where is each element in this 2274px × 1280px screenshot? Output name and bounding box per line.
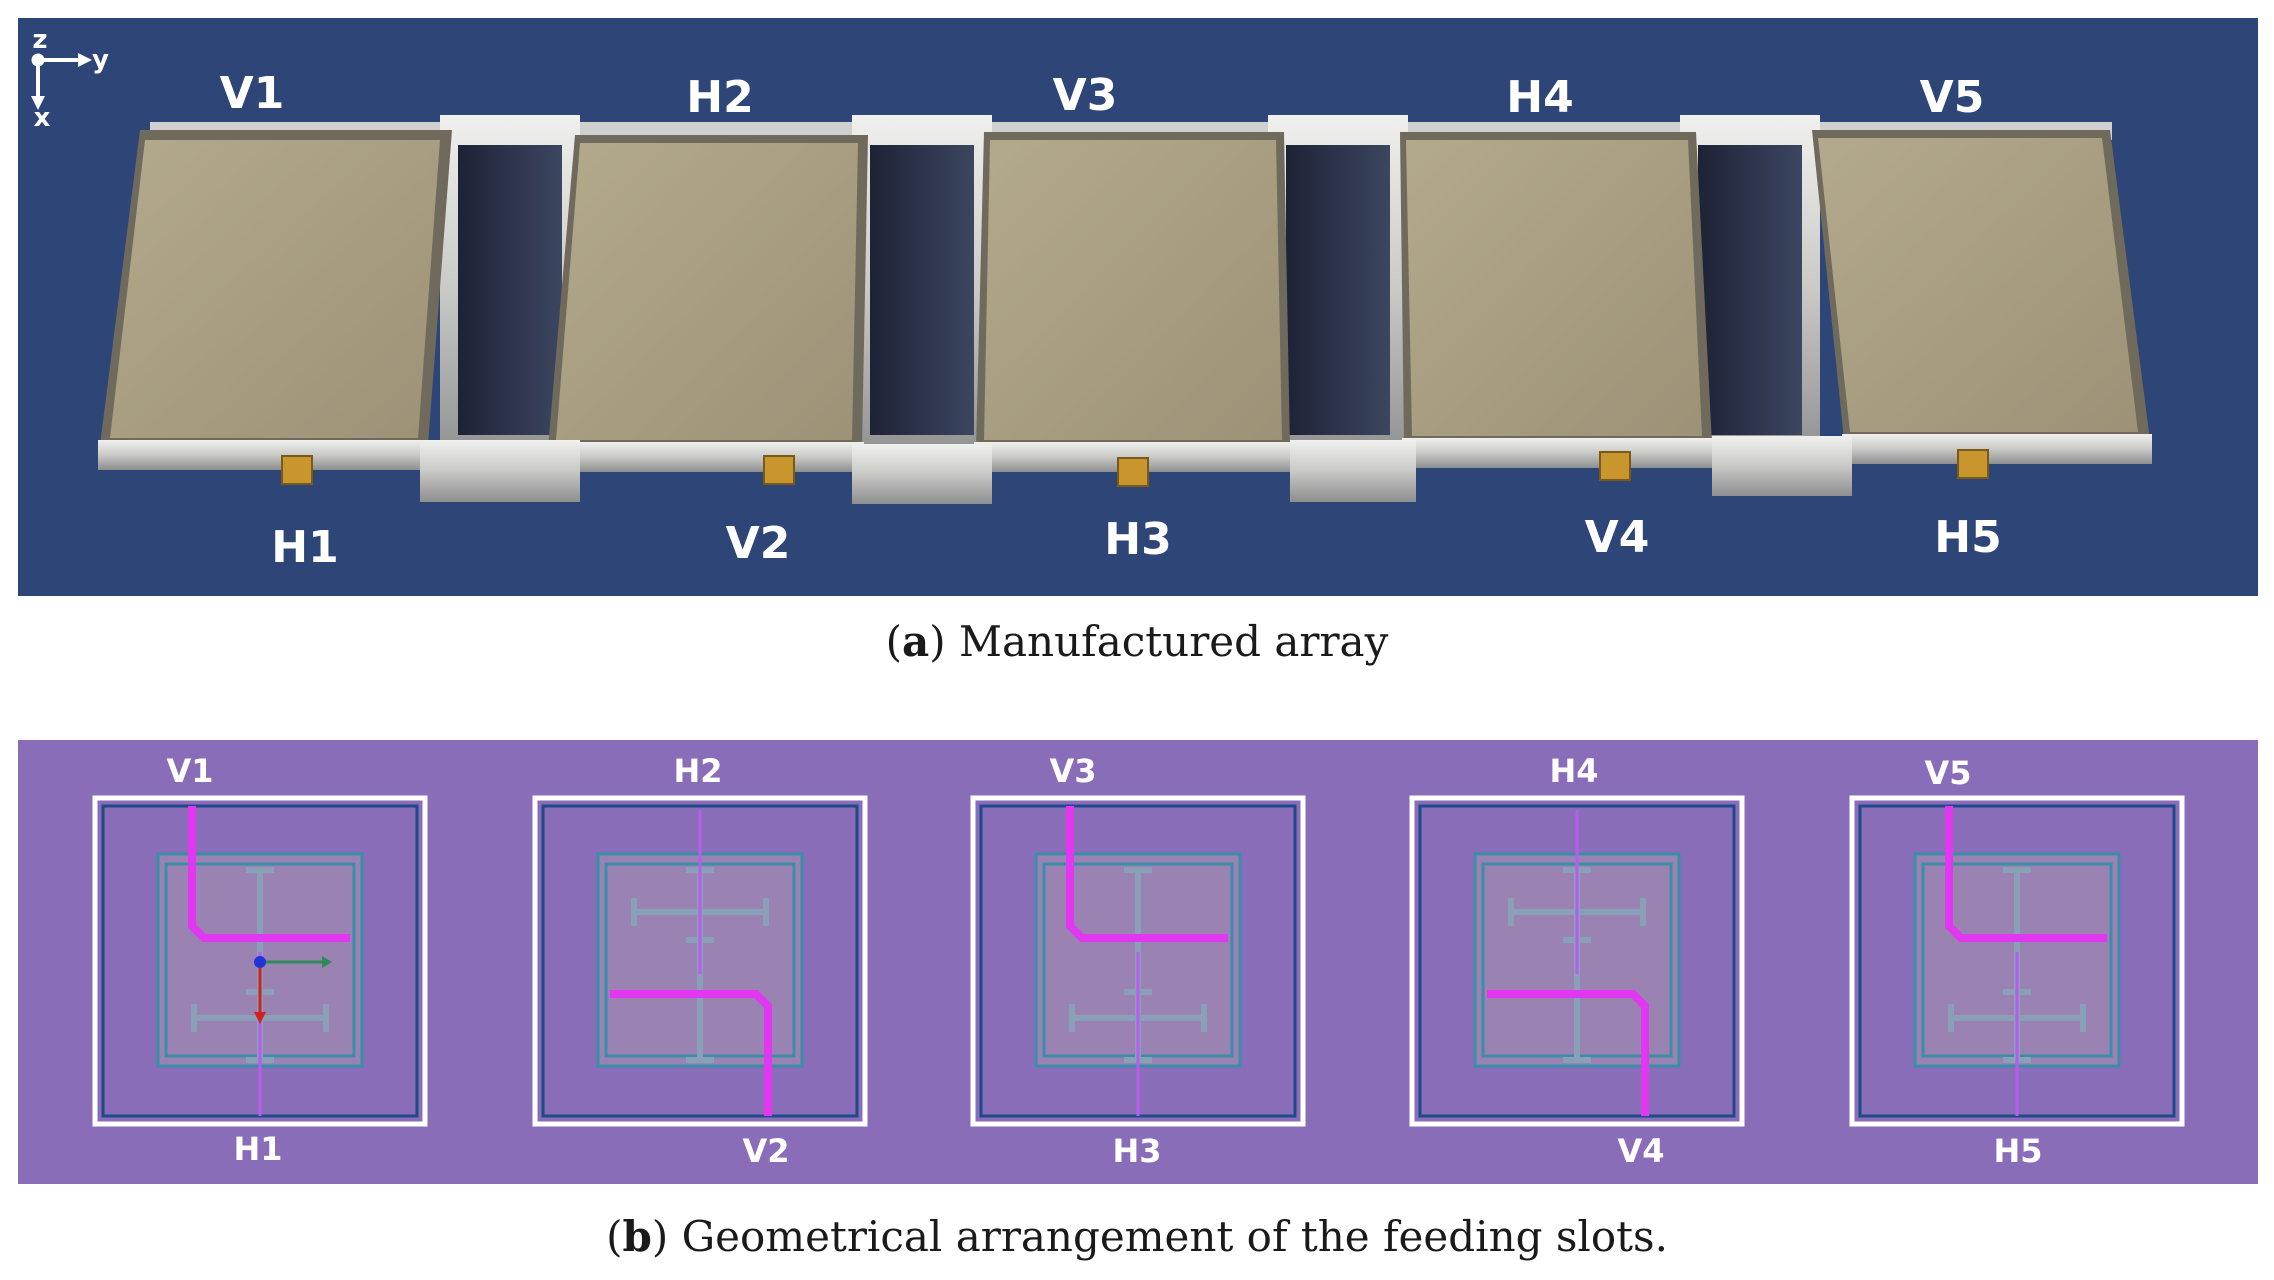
- layout-label-bottom-4: V4: [1617, 1132, 1664, 1170]
- axis-z-label: z: [32, 25, 47, 55]
- local-axis-icon: [254, 956, 332, 1024]
- layout-label-top-5: V5: [1924, 754, 1971, 792]
- slot-cell: [1409, 795, 1745, 1127]
- caption-a-letter: a: [902, 617, 930, 666]
- caption-a: (a) Manufactured array: [885, 617, 1389, 666]
- photo-label-bottom-5: H5: [1934, 512, 2001, 563]
- lower-bracket-3: [1290, 440, 1416, 502]
- layout-label-bottom-3: H3: [1112, 1132, 1161, 1170]
- caption-b: (b) Geometrical arrangement of the feedi…: [606, 1212, 1668, 1261]
- layout-label-bottom-1: H1: [233, 1130, 282, 1168]
- slot-cell: [1849, 795, 2185, 1127]
- connector-frame-4: [1680, 115, 1820, 465]
- axis-x-label: x: [34, 103, 51, 133]
- connector-frame-3: [1268, 115, 1408, 465]
- sma-connector-icon: [1117, 457, 1149, 487]
- ground-outline: [1409, 795, 1745, 1127]
- layout-label-top-1: V1: [166, 752, 213, 790]
- connector-frame-2: [852, 115, 992, 465]
- photo-label-bottom-2: V2: [726, 518, 791, 569]
- photo-label-top-3: V3: [1053, 70, 1118, 121]
- axis-y-label: y: [92, 45, 109, 75]
- ground-outline: [1849, 795, 2185, 1127]
- axis-origin-z: [254, 956, 266, 968]
- axis-triad-icon: [31, 53, 92, 110]
- lower-bracket-4: [1712, 436, 1852, 496]
- feed-line-l-shape: [610, 990, 772, 1116]
- layout-label-bottom-2: V2: [742, 1132, 789, 1170]
- sma-connector-icon: [1957, 449, 1989, 479]
- sma-connector-icon: [281, 455, 313, 485]
- axis-arrowhead-x: [254, 1012, 266, 1024]
- axis-arrowhead-y: [322, 956, 332, 968]
- photo-label-top-2: H2: [686, 72, 753, 123]
- caption-b-letter: b: [622, 1212, 652, 1261]
- slot-cell: [970, 795, 1306, 1127]
- feed-line-l-shape: [1487, 990, 1649, 1116]
- layout-label-bottom-5: H5: [1993, 1132, 2042, 1170]
- sma-connector-icon: [763, 455, 795, 485]
- photo-label-bottom-1: H1: [271, 522, 338, 573]
- feed-line-l-shape: [1066, 806, 1228, 942]
- photo-label-top-1: V1: [220, 68, 285, 119]
- caption-b-text: Geometrical arrangement of the feeding s…: [681, 1212, 1668, 1261]
- antenna-element-1: [98, 130, 452, 470]
- layout-label-top-3: V3: [1049, 752, 1096, 790]
- ground-outline: [532, 795, 868, 1127]
- antenna-element-2: [546, 135, 868, 472]
- slot-cell: [532, 795, 868, 1127]
- ground-outline: [92, 795, 428, 1127]
- ground-inner: [541, 804, 859, 1118]
- panel-a-photo: z y x: [18, 18, 2258, 596]
- layout-label-top-2: H2: [673, 752, 722, 790]
- photo-label-top-5: V5: [1920, 72, 1985, 123]
- sma-connector-icon: [1599, 451, 1631, 481]
- caption-a-text: Manufactured array: [959, 617, 1389, 666]
- layout-label-top-4: H4: [1549, 752, 1598, 790]
- antenna-element-3: [974, 132, 1292, 472]
- lower-bracket-2: [852, 444, 992, 504]
- photo-label-bottom-4: V4: [1585, 512, 1650, 563]
- antenna-element-4: [1400, 132, 1714, 468]
- ground-outline: [970, 795, 1306, 1127]
- feed-line-l-shape: [1945, 806, 2107, 942]
- feed-line-l-shape: [188, 806, 350, 942]
- ground-inner: [1418, 804, 1736, 1118]
- lower-bracket-1: [420, 440, 580, 502]
- photo-label-top-4: H4: [1506, 72, 1573, 123]
- antenna-element-5: [1812, 130, 2152, 464]
- panel-b-layout: V1 H2 V3 H4 V5 H1 V2 H3 V4 H5: [18, 740, 2258, 1184]
- photo-label-bottom-3: H3: [1104, 514, 1171, 565]
